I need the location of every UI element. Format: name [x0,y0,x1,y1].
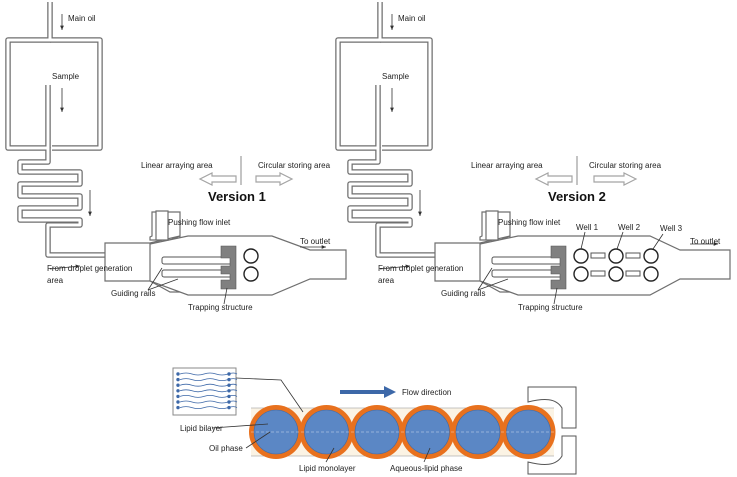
circular-area-label: Circular storing area [258,161,331,170]
guiding-rails-label: Guiding rails [441,289,485,298]
lipid-head [176,400,180,404]
trap-jaw-top [527,386,577,429]
well [243,248,259,264]
lipid-head [227,400,231,404]
chamber-body [149,235,347,296]
flow-direction-label: Flow direction [402,388,451,397]
microfluidic-channel [335,2,480,258]
to-outlet-label: To outlet [300,237,331,246]
panel-version-1: Main oil Sample Linear arraying area Cir… [5,2,347,312]
lipid-head [227,405,231,410]
well-3-bottom [643,266,659,282]
well-1-label: Well 1 [576,223,599,232]
well-2-label: Well 2 [618,223,641,232]
linear-area-label: Linear arraying area [471,161,543,170]
lipid-head [227,377,231,382]
circular-area-arrow [593,172,638,186]
lipid-head [176,372,180,376]
circular-area-arrow [255,172,294,186]
chamber-body [479,235,731,296]
lipid-head [227,372,231,376]
oil-phase-label: Oil phase [209,444,243,453]
trap-jaw-bottom [527,435,577,475]
lipid-head [176,394,180,399]
version-label: Version 2 [548,189,606,204]
lipid-head [176,377,180,382]
panel-version-2: Main oil Sample Linear arraying area Cir… [335,2,731,312]
circular-area-label: Circular storing area [589,161,662,170]
flow-direction-arrow [340,386,396,398]
linear-area-arrow [198,172,237,186]
trapping-structure-label: Trapping structure [518,303,583,312]
from-droplet-label-2: area [47,276,64,285]
pushing-flow-label: Pushing flow inlet [168,218,231,227]
version-label: Version 1 [208,189,266,204]
trapping-structure [220,245,237,290]
well-2-top [608,248,624,264]
lipid-bilayer-label: Lipid bilayer [180,424,223,433]
well [243,266,259,282]
linear-area-label: Linear arraying area [141,161,213,170]
main-oil-label: Main oil [68,14,96,23]
sample-label: Sample [382,72,410,81]
guiding-rails-label: Guiding rails [111,289,155,298]
lipid-monolayer-label: Lipid monolayer [299,464,356,473]
lipid-head [176,405,180,410]
well-1-bottom [573,266,589,282]
from-droplet-label: From droplet generation [378,264,463,273]
linear-area-arrow [534,172,573,186]
well-3-label: Well 3 [660,224,683,233]
lipid-head [176,383,180,387]
to-outlet-label: To outlet [690,237,721,246]
trapping-structure [550,245,567,290]
lipid-head [227,383,231,387]
well-2-bottom [608,266,624,282]
from-droplet-label: From droplet generation [47,264,132,273]
microfluidic-channel [5,2,150,258]
well-3-top [643,248,659,264]
sample-label: Sample [52,72,80,81]
aqueous-lipid-label: Aqueous-lipid phase [390,464,463,473]
from-droplet-label-2: area [378,276,395,285]
main-oil-label: Main oil [398,14,426,23]
lipid-head [227,394,231,399]
lipid-head [227,389,231,393]
well-1-top [573,248,589,264]
lipid-head [176,389,180,393]
pushing-flow-label: Pushing flow inlet [498,218,561,227]
trapping-structure-label: Trapping structure [188,303,253,312]
droplet-array-panel: Flow direction Lipid bilayer Oil phase L… [172,367,577,475]
